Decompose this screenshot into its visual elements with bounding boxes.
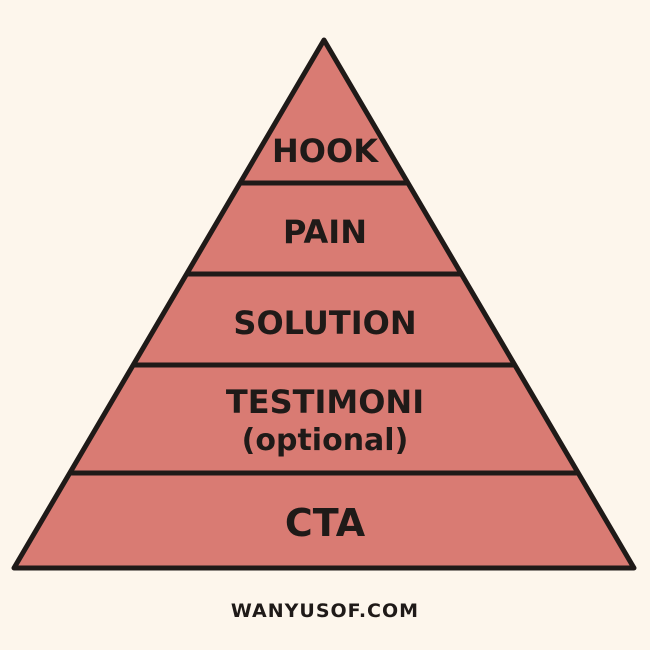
- tier-testimoni-label: TESTIMONI: [226, 383, 424, 421]
- tier-cta-label: CTA: [285, 501, 366, 545]
- pyramid-body: [11, 37, 637, 571]
- tier-testimoni-sublabel: (optional): [242, 423, 409, 458]
- tier-pain-label: PAIN: [283, 213, 367, 251]
- tier-hook-label: HOOK: [272, 132, 379, 170]
- tier-solution-label: SOLUTION: [233, 304, 416, 342]
- footer-brand: WANYUSOF.COM: [230, 600, 420, 622]
